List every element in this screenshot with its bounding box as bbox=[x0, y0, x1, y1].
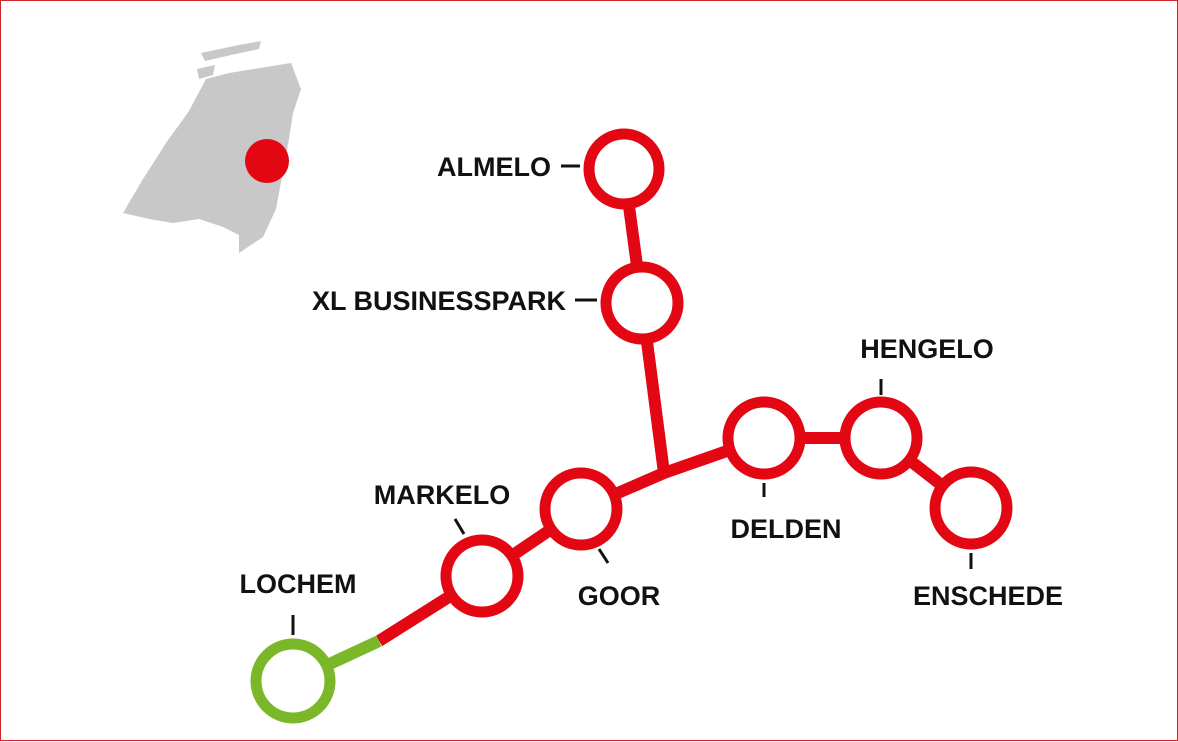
tick-markelo bbox=[453, 518, 466, 535]
station-rings bbox=[250, 128, 1013, 724]
station-ring-almelo bbox=[583, 128, 665, 210]
station-label-lochem: LOCHEM bbox=[240, 569, 357, 599]
location-marker-dot bbox=[245, 139, 289, 183]
station-label-delden: DELDEN bbox=[730, 514, 841, 544]
netherlands-mainland bbox=[123, 63, 301, 253]
station-label-enschede: ENSCHEDE bbox=[913, 581, 1063, 611]
tick-goor bbox=[597, 548, 610, 564]
wadden-island bbox=[201, 41, 261, 61]
wadden-island-small bbox=[197, 65, 215, 79]
station-ring-hengelo bbox=[839, 396, 923, 480]
station-label-goor: GOOR bbox=[578, 581, 661, 611]
station-ring-goor bbox=[539, 467, 623, 551]
station-ring-markelo bbox=[440, 534, 524, 618]
noord-holland-peninsula bbox=[197, 101, 225, 151]
station-ring-xl-businesspark bbox=[600, 261, 684, 345]
station-labels: ALMELO XL BUSINESSPARK DELDEN HENGELO EN… bbox=[240, 152, 1064, 611]
station-label-hengelo: HENGELO bbox=[860, 334, 994, 364]
station-ring-lochem bbox=[250, 638, 336, 724]
station-label-xl-businesspark: XL BUSINESSPARK bbox=[312, 286, 567, 316]
label-ticks bbox=[291, 164, 973, 635]
station-ring-enschede bbox=[929, 466, 1013, 550]
station-ring-delden bbox=[722, 396, 806, 480]
netherlands-map bbox=[123, 41, 301, 253]
station-label-markelo: MARKELO bbox=[374, 480, 511, 510]
station-label-almelo: ALMELO bbox=[437, 152, 551, 182]
